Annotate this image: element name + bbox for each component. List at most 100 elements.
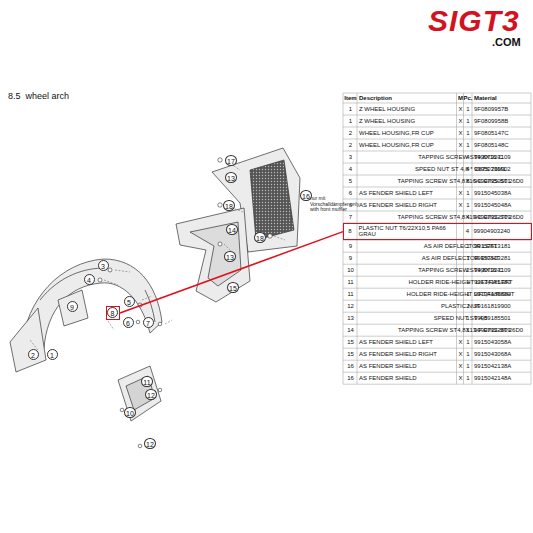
item-number: 6 <box>349 190 352 197</box>
table-rule <box>343 187 531 188</box>
callout-number: 16 <box>300 190 312 201</box>
item-number: 1 <box>349 118 352 125</box>
item-number: 10 <box>347 267 354 274</box>
table-rule <box>343 300 531 301</box>
part-description: Z WHEEL HOUSING <box>359 118 457 125</box>
part-description: WHEEL HOUSING,FR CUP <box>359 130 457 137</box>
table-cell: 8 <box>466 178 469 185</box>
item-number: 11 <box>347 291 353 298</box>
part-description: AS FENDER SHIELD RIGHT <box>359 202 457 209</box>
table-cell: X <box>458 202 462 209</box>
part-description: AS FENDER SHIELD LEFT <box>359 190 457 197</box>
item-number: 9 <box>349 255 352 262</box>
table-rule <box>343 175 531 176</box>
item-number: 11 <box>347 279 353 286</box>
part-number: 9F0805148C <box>474 142 509 149</box>
table-cell: 1 <box>466 106 469 113</box>
table-cell: 4 <box>466 214 469 221</box>
table-rule <box>343 93 531 94</box>
table-rule <box>343 324 531 325</box>
callout-number: 2 <box>28 349 39 360</box>
item-number: 16 <box>347 363 354 370</box>
table-rule <box>343 264 531 265</box>
table-rule <box>357 93 358 384</box>
item-number: 2 <box>349 142 352 149</box>
leader-connector <box>120 232 343 313</box>
table-cell: 4 <box>466 228 469 235</box>
callout-number: 12 <box>145 389 157 400</box>
table-cell: 1 <box>466 351 469 358</box>
table-rule <box>343 384 531 385</box>
callout-number: 4 <box>84 274 95 285</box>
table-cell: 1 <box>466 291 469 298</box>
part-number: 99157513281 <box>474 255 511 262</box>
brand-logo: SIGT3 <box>428 6 520 36</box>
item-number: 9 <box>349 243 352 250</box>
part-description: AS FENDER SHIELD RIGHT <box>359 351 457 358</box>
table-rule <box>343 199 531 200</box>
callout-number: 18 <box>223 200 235 211</box>
brand-domain: .COM <box>492 37 521 48</box>
item-number: 12 <box>347 303 354 310</box>
item-number: 16 <box>347 375 354 382</box>
part-number: 99134185880 <box>474 291 511 298</box>
item-number: 6 <box>349 202 352 209</box>
item-number: 1 <box>349 106 352 113</box>
part-number: 9915042148A <box>474 375 511 382</box>
table-rule <box>343 151 531 152</box>
item-number: 14 <box>347 327 354 334</box>
part-number: 99907322709 <box>474 214 511 221</box>
part-number: 99134185780 <box>474 279 511 286</box>
part-number: 9915042138A <box>474 363 511 370</box>
callout-number: 3 <box>98 260 109 271</box>
callout-number: 7 <box>143 317 154 328</box>
callout-number: 15 <box>227 282 239 293</box>
part-number: 9F0809957B <box>474 106 508 113</box>
part-number: 9915045038A <box>474 190 511 197</box>
part-description: PLASTIC NUT T6/22X10,5 PA66 GRAU <box>359 225 457 238</box>
table-rule <box>343 312 531 313</box>
item-number: 13 <box>347 315 354 322</box>
item-number: 3 <box>349 154 352 161</box>
table-rule <box>343 276 531 277</box>
table-cell: 8 <box>348 228 351 235</box>
table-cell: 2 <box>466 303 469 310</box>
table-grid <box>343 93 531 384</box>
table-cell: 1 <box>466 130 469 137</box>
part-number: 9915045048A <box>474 202 511 209</box>
callout-number: 1 <box>47 349 58 360</box>
part-number: 99907323109 <box>474 154 511 161</box>
table-cell: 1 <box>466 279 469 286</box>
table-cell: 1 <box>466 202 469 209</box>
table-cell: 4 <box>466 166 469 173</box>
table-cell: 1 <box>466 315 469 322</box>
part-number: 99907350501 <box>474 178 511 185</box>
part-description: AS FENDER SHIELD <box>359 363 457 370</box>
table-cell: X <box>458 339 462 346</box>
column-header: Material <box>474 95 497 102</box>
table-cell: X <box>458 118 462 125</box>
table-cell: 1 <box>466 363 469 370</box>
callout-number: 17 <box>225 155 237 166</box>
table-cell: X <box>458 106 462 113</box>
callout-number: 6 <box>123 317 134 328</box>
column-header: Description <box>359 95 392 102</box>
part-number: 9F0805147C <box>474 130 509 137</box>
part-number: 99904903240 <box>474 228 511 235</box>
part-number: 99161819900 <box>474 303 511 310</box>
table-cell: 1 <box>466 327 469 334</box>
column-header: Item <box>344 95 356 102</box>
callout-number: 14 <box>226 224 238 235</box>
item-number: 2 <box>349 130 352 137</box>
table-rule <box>343 348 531 349</box>
part-number: 99959185501 <box>474 315 511 322</box>
item-number: 5 <box>349 178 352 185</box>
callout-number: 18 <box>254 232 266 243</box>
table-rule <box>343 139 531 140</box>
fitment-note: nur mit Vorschalldämpfer only with front… <box>310 196 360 213</box>
part-description: WHEEL HOUSING,FR CUP <box>359 142 457 149</box>
table-cell: X <box>458 130 462 137</box>
table-rule <box>343 103 531 104</box>
